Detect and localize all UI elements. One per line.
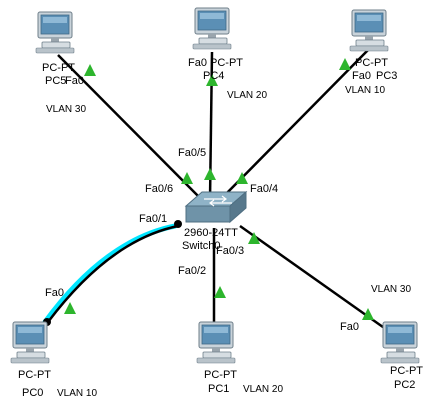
pc3-name-label: PC3 [376,70,397,82]
pc5[interactable] [35,11,75,54]
pc1-name-label: PC1 [208,383,229,395]
pc5-type-label: PC-PT [42,62,75,74]
link-up-icon [206,74,218,86]
link-up-icon [181,172,193,184]
pc5-vlan-label: VLAN 30 [46,104,86,115]
pc1[interactable] [196,321,236,364]
link-up-icon [236,172,248,184]
link-pc0-highlight [42,223,178,325]
pc5-name-label: PC5 [45,75,66,87]
pc3-vlan-label: VLAN 10 [345,85,385,96]
pc4-name-label: PC4 [203,70,224,82]
pc2-port-label: Fa0 [340,321,359,333]
link-endpoint-icon [174,220,182,228]
link-up-icon [64,302,76,314]
link-pc3[interactable] [219,47,371,201]
link-pc5[interactable] [57,54,208,206]
pc4[interactable] [192,7,232,50]
pc2-vlan-label: VLAN 30 [371,284,411,295]
link-up-icon [204,168,216,180]
switch-port-fa0-3-label: Fa0/3 [216,245,244,257]
pc2-type-label: PC-PT [390,365,423,377]
pc4-vlan-label: VLAN 20 [227,90,267,101]
pc2[interactable] [380,321,420,364]
pc4-type-label: PC-PT [210,57,243,69]
switch-port-fa0-1-label: Fa0/1 [139,213,167,225]
pc0-port-label: Fa0 [45,287,64,299]
switch-port-fa0-6-label: Fa0/6 [145,183,173,195]
links [42,47,391,334]
switch-port-fa0-5-label: Fa0/5 [178,147,206,159]
link-up-icon [339,58,351,70]
pc3-type-label: PC-PT [355,57,388,69]
pc4-port-label: Fa0 [188,57,207,69]
switch-port-fa0-4-label: Fa0/4 [250,183,278,195]
pc1-type-label: PC-PT [204,369,237,381]
link-up-icon [214,286,226,298]
pc0[interactable] [10,321,50,364]
pc0-vlan-label: VLAN 10 [57,388,97,399]
link-pc0[interactable] [47,224,179,323]
pc1-vlan-label: VLAN 20 [243,384,283,395]
switch-type-label: 2960-24TT [184,227,238,239]
link-status-markers [43,58,374,326]
switch-port-fa0-2-label: Fa0/2 [178,265,206,277]
pc3-port-label: Fa0 [352,70,371,82]
switch0[interactable]: 2960-24TT Switch0 [182,190,248,252]
link-up-icon [84,64,96,76]
link-up-icon [248,232,260,244]
link-up-icon [362,308,374,320]
pc0-name-label: PC0 [22,387,43,399]
pc3[interactable] [349,9,389,52]
pc0-type-label: PC-PT [18,369,51,381]
switch-name-label: Switch0 [182,240,221,252]
pc2-name-label: PC2 [394,379,415,391]
pc5-port-label: Fa0 [65,75,84,87]
